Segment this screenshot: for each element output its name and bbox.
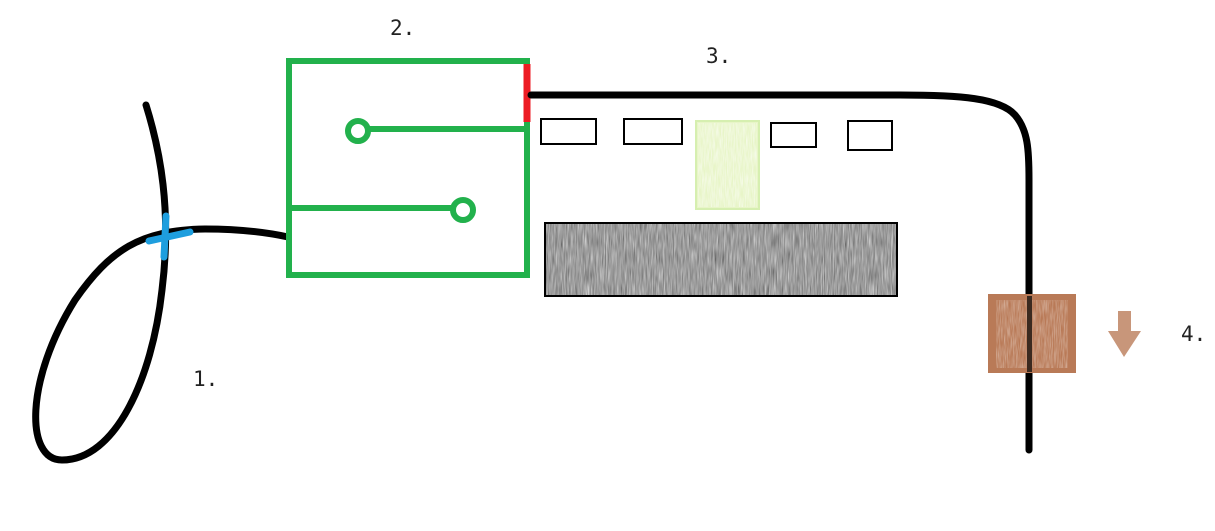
pale-green-panel [695,120,760,210]
upper-switch-line [345,118,527,144]
step-label-4: 4. [1181,322,1207,346]
small-slot-3 [770,122,817,148]
step-label-2: 2. [390,16,416,40]
small-slot-4 [847,120,893,151]
loop-wire [32,101,292,464]
small-slot-2 [623,118,683,145]
blue-cross-marker [145,212,194,261]
small-slot-1 [540,118,597,145]
step-label-1: 1. [193,367,219,391]
main-track [527,91,1033,454]
brown-block [988,294,1076,373]
lower-switch-line [289,197,476,223]
green-box [286,58,530,278]
arrow-down-icon [1108,311,1141,357]
step-label-3: 3. [706,44,732,68]
noise-panel [544,222,898,297]
